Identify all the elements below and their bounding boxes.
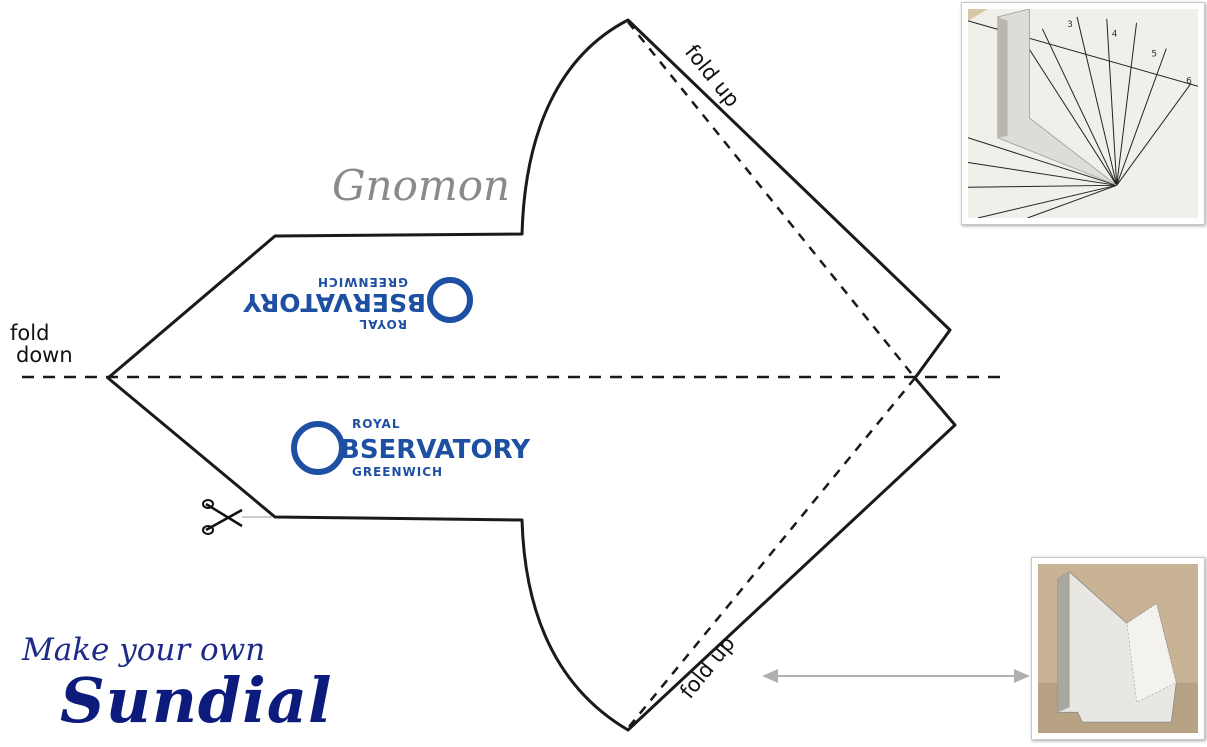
double-arrow-icon bbox=[762, 669, 1030, 683]
svg-text:BSERVATORY: BSERVATORY bbox=[340, 435, 531, 465]
fold-up-line-bottom bbox=[627, 377, 916, 729]
title-make-your-own: Make your own bbox=[22, 632, 266, 668]
logo-upside-down: ROYAL BSERVATORY GREENWICH bbox=[242, 275, 473, 331]
title-sundial: Sundial bbox=[60, 664, 333, 737]
svg-text:GREENWICH: GREENWICH bbox=[352, 465, 443, 479]
scissors-icon bbox=[202, 499, 272, 535]
logo-upright: ROYAL BSERVATORY GREENWICH bbox=[291, 417, 531, 479]
photo-assembled-sundial-bottom bbox=[1031, 557, 1205, 740]
svg-text:ROYAL: ROYAL bbox=[352, 417, 401, 431]
svg-text:4: 4 bbox=[1112, 30, 1118, 40]
gnomon-label: Gnomon bbox=[332, 161, 510, 210]
svg-text:6: 6 bbox=[1186, 76, 1192, 86]
gnomon-cut-outline bbox=[106, 18, 957, 732]
photo-assembled-sundial-top: 3 4 5 6 bbox=[961, 2, 1205, 225]
svg-text:BSERVATORY: BSERVATORY bbox=[242, 288, 426, 317]
fold-down-label-line2: down bbox=[16, 343, 73, 367]
svg-text:ROYAL: ROYAL bbox=[359, 317, 408, 331]
svg-text:3: 3 bbox=[1067, 20, 1073, 30]
fold-up-label-bottom: fold up bbox=[675, 632, 739, 704]
svg-text:GREENWICH: GREENWICH bbox=[317, 275, 408, 289]
fold-down-label-line1: fold bbox=[10, 321, 49, 345]
svg-text:5: 5 bbox=[1151, 50, 1157, 60]
fold-up-line-top bbox=[627, 21, 916, 379]
